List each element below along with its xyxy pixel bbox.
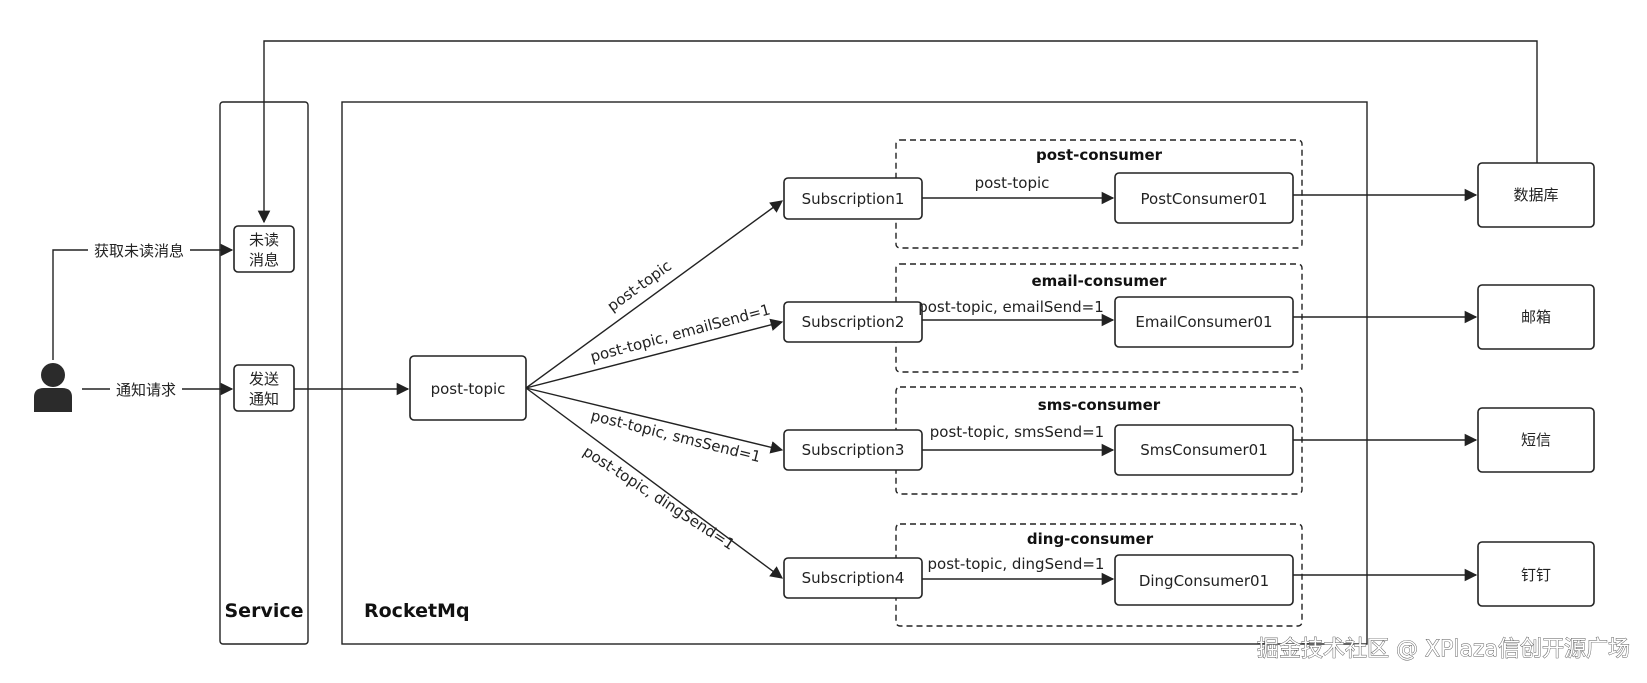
edge-label-sub1: post-topic xyxy=(604,257,675,316)
dingtalk-box[interactable]: 钉钉 xyxy=(1477,541,1595,607)
svg-text:DingConsumer01: DingConsumer01 xyxy=(1139,572,1269,590)
post-consumer-title: post-consumer xyxy=(1036,146,1163,164)
svg-text:未读: 未读 xyxy=(249,231,279,249)
unread-message-box[interactable]: 未读 消息 xyxy=(233,225,295,273)
svg-text:通知: 通知 xyxy=(249,390,279,408)
svg-text:数据库: 数据库 xyxy=(1513,186,1558,204)
topic-to-sub4-edge xyxy=(525,387,784,579)
rocketmq-title: RocketMq xyxy=(364,600,470,622)
rocketmq-container xyxy=(341,101,1368,645)
sub3-filter-label: post-topic, smsSend=1 xyxy=(930,423,1104,441)
topic-to-sub2-edge xyxy=(525,318,784,389)
svg-text:短信: 短信 xyxy=(1521,431,1551,449)
db-to-unread-edge xyxy=(257,40,1538,224)
topic-to-sub3-edge xyxy=(525,387,784,454)
svg-text:钉钉: 钉钉 xyxy=(1521,566,1551,584)
sub4-filter-label: post-topic, dingSend=1 xyxy=(928,555,1105,573)
fetch-unread-label: 获取未读消息 xyxy=(94,242,184,260)
svg-text:Subscription4: Subscription4 xyxy=(802,569,905,587)
service-title: Service xyxy=(225,600,304,622)
svg-text:消息: 消息 xyxy=(249,251,279,269)
edge-label-sub3: post-topic, smsSend=1 xyxy=(589,406,763,466)
topic-to-sub1-edge xyxy=(525,200,784,389)
email-consumer01-box[interactable]: EmailConsumer01 xyxy=(1114,296,1294,348)
post-consumer01-box[interactable]: PostConsumer01 xyxy=(1114,172,1294,224)
svg-text:Subscription1: Subscription1 xyxy=(802,190,905,208)
subscription3-box[interactable]: Subscription3 xyxy=(783,429,923,471)
svg-text:发送: 发送 xyxy=(249,370,279,388)
edge-label-sub4: post-topic, dingSend=1 xyxy=(580,442,738,553)
subscription4-box[interactable]: Subscription4 xyxy=(783,557,923,599)
user-icon xyxy=(34,363,72,412)
post-topic-box[interactable]: post-topic xyxy=(409,355,527,421)
watermark: 掘金技术社区 @ XPlaza信创开源广场 xyxy=(1257,637,1630,662)
sms-box[interactable]: 短信 xyxy=(1477,407,1595,473)
svg-text:post-topic: post-topic xyxy=(431,380,506,398)
ding-consumer01-box[interactable]: DingConsumer01 xyxy=(1114,554,1294,606)
svg-text:EmailConsumer01: EmailConsumer01 xyxy=(1135,313,1272,331)
svg-text:PostConsumer01: PostConsumer01 xyxy=(1141,190,1268,208)
sub2-filter-label: post-topic, emailSend=1 xyxy=(918,298,1104,316)
sms-consumer01-box[interactable]: SmsConsumer01 xyxy=(1114,424,1294,476)
ding-consumer-title: ding-consumer xyxy=(1027,530,1154,548)
svg-text:邮箱: 邮箱 xyxy=(1521,308,1551,326)
svg-text:Subscription3: Subscription3 xyxy=(802,441,905,459)
send-notify-box[interactable]: 发送 通知 xyxy=(233,364,295,412)
svg-text:Subscription2: Subscription2 xyxy=(802,313,905,331)
database-box[interactable]: 数据库 xyxy=(1477,162,1595,228)
subscription2-box[interactable]: Subscription2 xyxy=(783,301,923,343)
svg-text:SmsConsumer01: SmsConsumer01 xyxy=(1140,441,1268,459)
email-consumer-title: email-consumer xyxy=(1031,272,1167,290)
notify-request-label: 通知请求 xyxy=(116,381,176,399)
subscription1-box[interactable]: Subscription1 xyxy=(783,177,923,220)
sub1-filter-label: post-topic xyxy=(975,174,1050,192)
user-to-unread-edge xyxy=(52,243,234,360)
sms-consumer-title: sms-consumer xyxy=(1038,396,1161,414)
mailbox-box[interactable]: 邮箱 xyxy=(1477,284,1595,350)
